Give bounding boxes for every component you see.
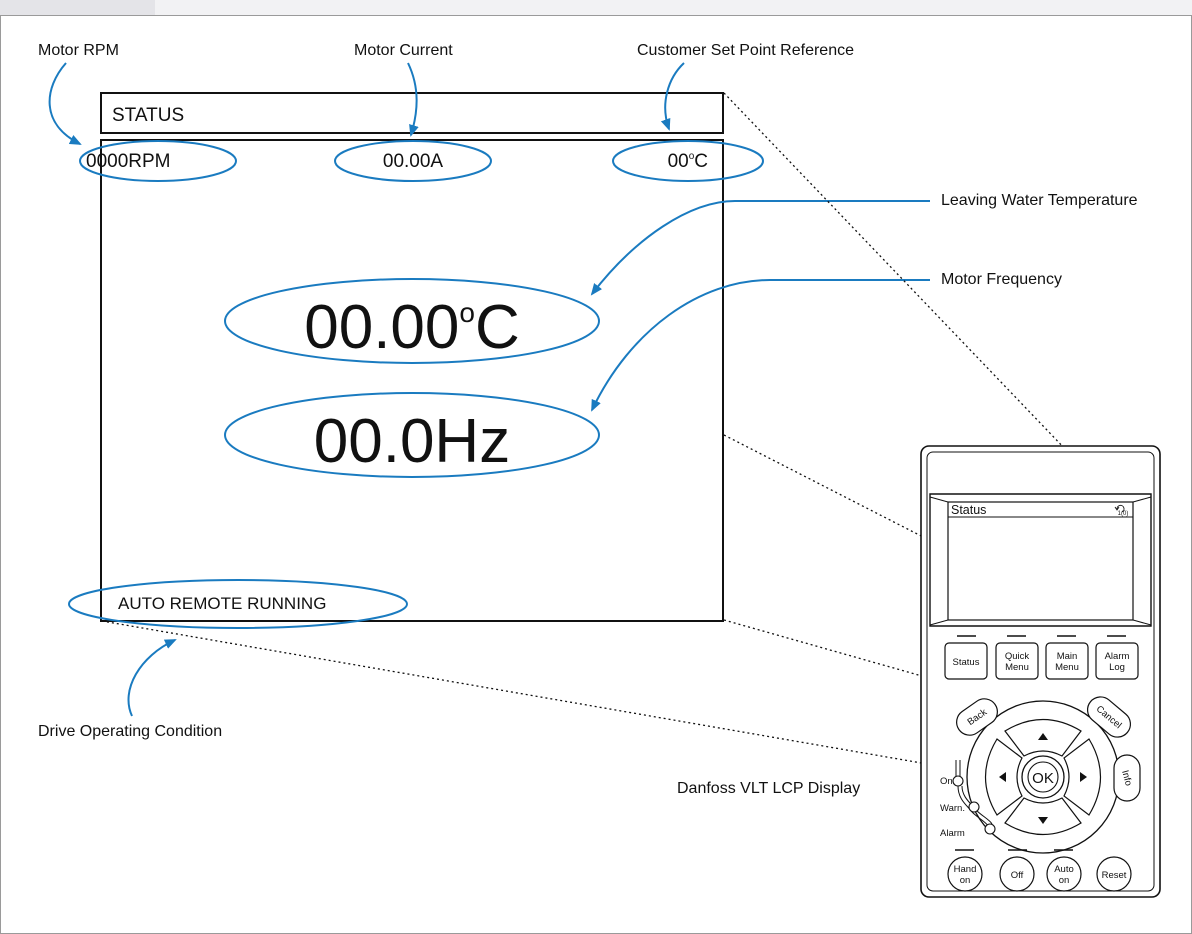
left-triangle-icon: [999, 772, 1006, 782]
led-on-label: On: [940, 776, 953, 787]
lcp-display-bezel: [929, 493, 1152, 627]
operating-condition-readout: AUTO REMOTE RUNNING: [118, 594, 326, 613]
status-title-box: [100, 92, 724, 134]
hand-on-key[interactable]: Hand on: [947, 856, 983, 892]
svg-text:on: on: [1059, 875, 1070, 886]
label-drive-operating-condition: Drive Operating Condition: [38, 723, 222, 740]
frequency-highlight: [224, 392, 600, 478]
temperature-readout: 00.00oC: [304, 293, 520, 362]
quick-menu-key[interactable]: Quick Menu: [995, 642, 1039, 680]
led-alarm-label: Alarm: [940, 828, 965, 839]
svg-text:Info: Info: [1119, 769, 1134, 787]
info-key[interactable]: Info: [1113, 754, 1141, 802]
svg-text:1(0): 1(0): [1118, 511, 1129, 517]
current-readout: 00.00A: [383, 151, 444, 172]
arrow-motor-current: [407, 62, 419, 137]
status-key[interactable]: Status: [944, 642, 988, 680]
lcp-inner-case: [926, 451, 1155, 892]
svg-text:Menu: Menu: [1055, 662, 1079, 673]
arrow-right-key[interactable]: [1063, 738, 1102, 816]
current-highlight: [334, 140, 492, 182]
highlight-ellipses: [68, 140, 764, 629]
setpoint-readout: 00oC: [668, 151, 708, 172]
status-title: STATUS: [112, 105, 184, 126]
reset-key[interactable]: Reset: [1096, 856, 1132, 892]
svg-text:Menu: Menu: [1005, 662, 1029, 673]
arrow-left-key[interactable]: [984, 738, 1023, 816]
label-set-point: Customer Set Point Reference: [637, 42, 854, 59]
arrow-down-key[interactable]: [1004, 797, 1082, 836]
led-warn-label: Warn.: [940, 803, 965, 814]
svg-text:OK: OK: [1032, 770, 1054, 787]
frequency-readout: 00.0Hz: [314, 407, 510, 476]
corner-tab: [0, 0, 155, 16]
arrow-set-point: [660, 62, 685, 131]
callout-arrows: [48, 62, 930, 717]
arrow-drive-operating-condition: [127, 639, 177, 717]
lcp-device: Status 1(0) Status Quick Menu Main: [920, 445, 1161, 898]
label-leaving-water-temperature: Leaving Water Temperature: [941, 192, 1138, 209]
svg-text:on: on: [960, 875, 971, 886]
auto-on-key[interactable]: Auto on: [1046, 856, 1082, 892]
leader-lines: [101, 92, 1069, 766]
svg-text:Log: Log: [1109, 662, 1125, 673]
led-alarm: [984, 823, 996, 835]
ok-key[interactable]: OK: [1021, 755, 1065, 799]
off-key[interactable]: Off: [999, 856, 1035, 892]
led-warn: [968, 801, 980, 813]
arrow-motor-frequency: [591, 279, 930, 412]
rpm-readout: 0000RPM: [86, 151, 171, 172]
rpm-highlight: [79, 140, 237, 182]
arrow-leaving-water-temperature: [590, 200, 930, 296]
back-key[interactable]: Back: [952, 694, 1003, 741]
up-triangle-icon: [1038, 733, 1048, 740]
label-lcp-display: Danfoss VLT LCP Display: [677, 780, 860, 797]
svg-text:Auto: Auto: [1054, 864, 1074, 875]
svg-text:Hand: Hand: [954, 864, 977, 875]
led-on: [952, 775, 964, 787]
setpoint-highlight: [612, 140, 764, 182]
label-motor-rpm: Motor RPM: [38, 42, 119, 59]
status-screen-box: [100, 139, 724, 622]
condition-highlight: [68, 579, 408, 629]
svg-text:Off: Off: [1011, 870, 1024, 881]
svg-text:Alarm: Alarm: [1105, 651, 1130, 662]
indicator-leds: On Warn. Alarm: [940, 760, 996, 839]
svg-text:Quick: Quick: [1005, 651, 1030, 662]
label-motor-frequency: Motor Frequency: [941, 271, 1062, 288]
operation-keys: Hand on Off Auto on Reset: [947, 849, 1132, 892]
lcp-display-screen: [947, 501, 1134, 621]
svg-text:Status: Status: [953, 657, 980, 668]
lcp-display-title: Status: [951, 503, 986, 517]
main-menu-key[interactable]: Main Menu: [1045, 642, 1089, 680]
label-motor-current: Motor Current: [354, 42, 453, 59]
alarm-log-key[interactable]: Alarm Log: [1095, 642, 1139, 680]
return-icon: 1(0): [1114, 504, 1129, 517]
arrow-motor-rpm: [48, 62, 82, 145]
svg-text:Main: Main: [1057, 651, 1078, 662]
temperature-highlight: [224, 278, 600, 364]
right-triangle-icon: [1080, 772, 1087, 782]
menu-keys: Status Quick Menu Main Menu Alarm Log: [944, 635, 1139, 680]
arrow-up-key[interactable]: [1004, 718, 1082, 757]
svg-text:Reset: Reset: [1102, 870, 1127, 881]
down-triangle-icon: [1038, 817, 1048, 824]
